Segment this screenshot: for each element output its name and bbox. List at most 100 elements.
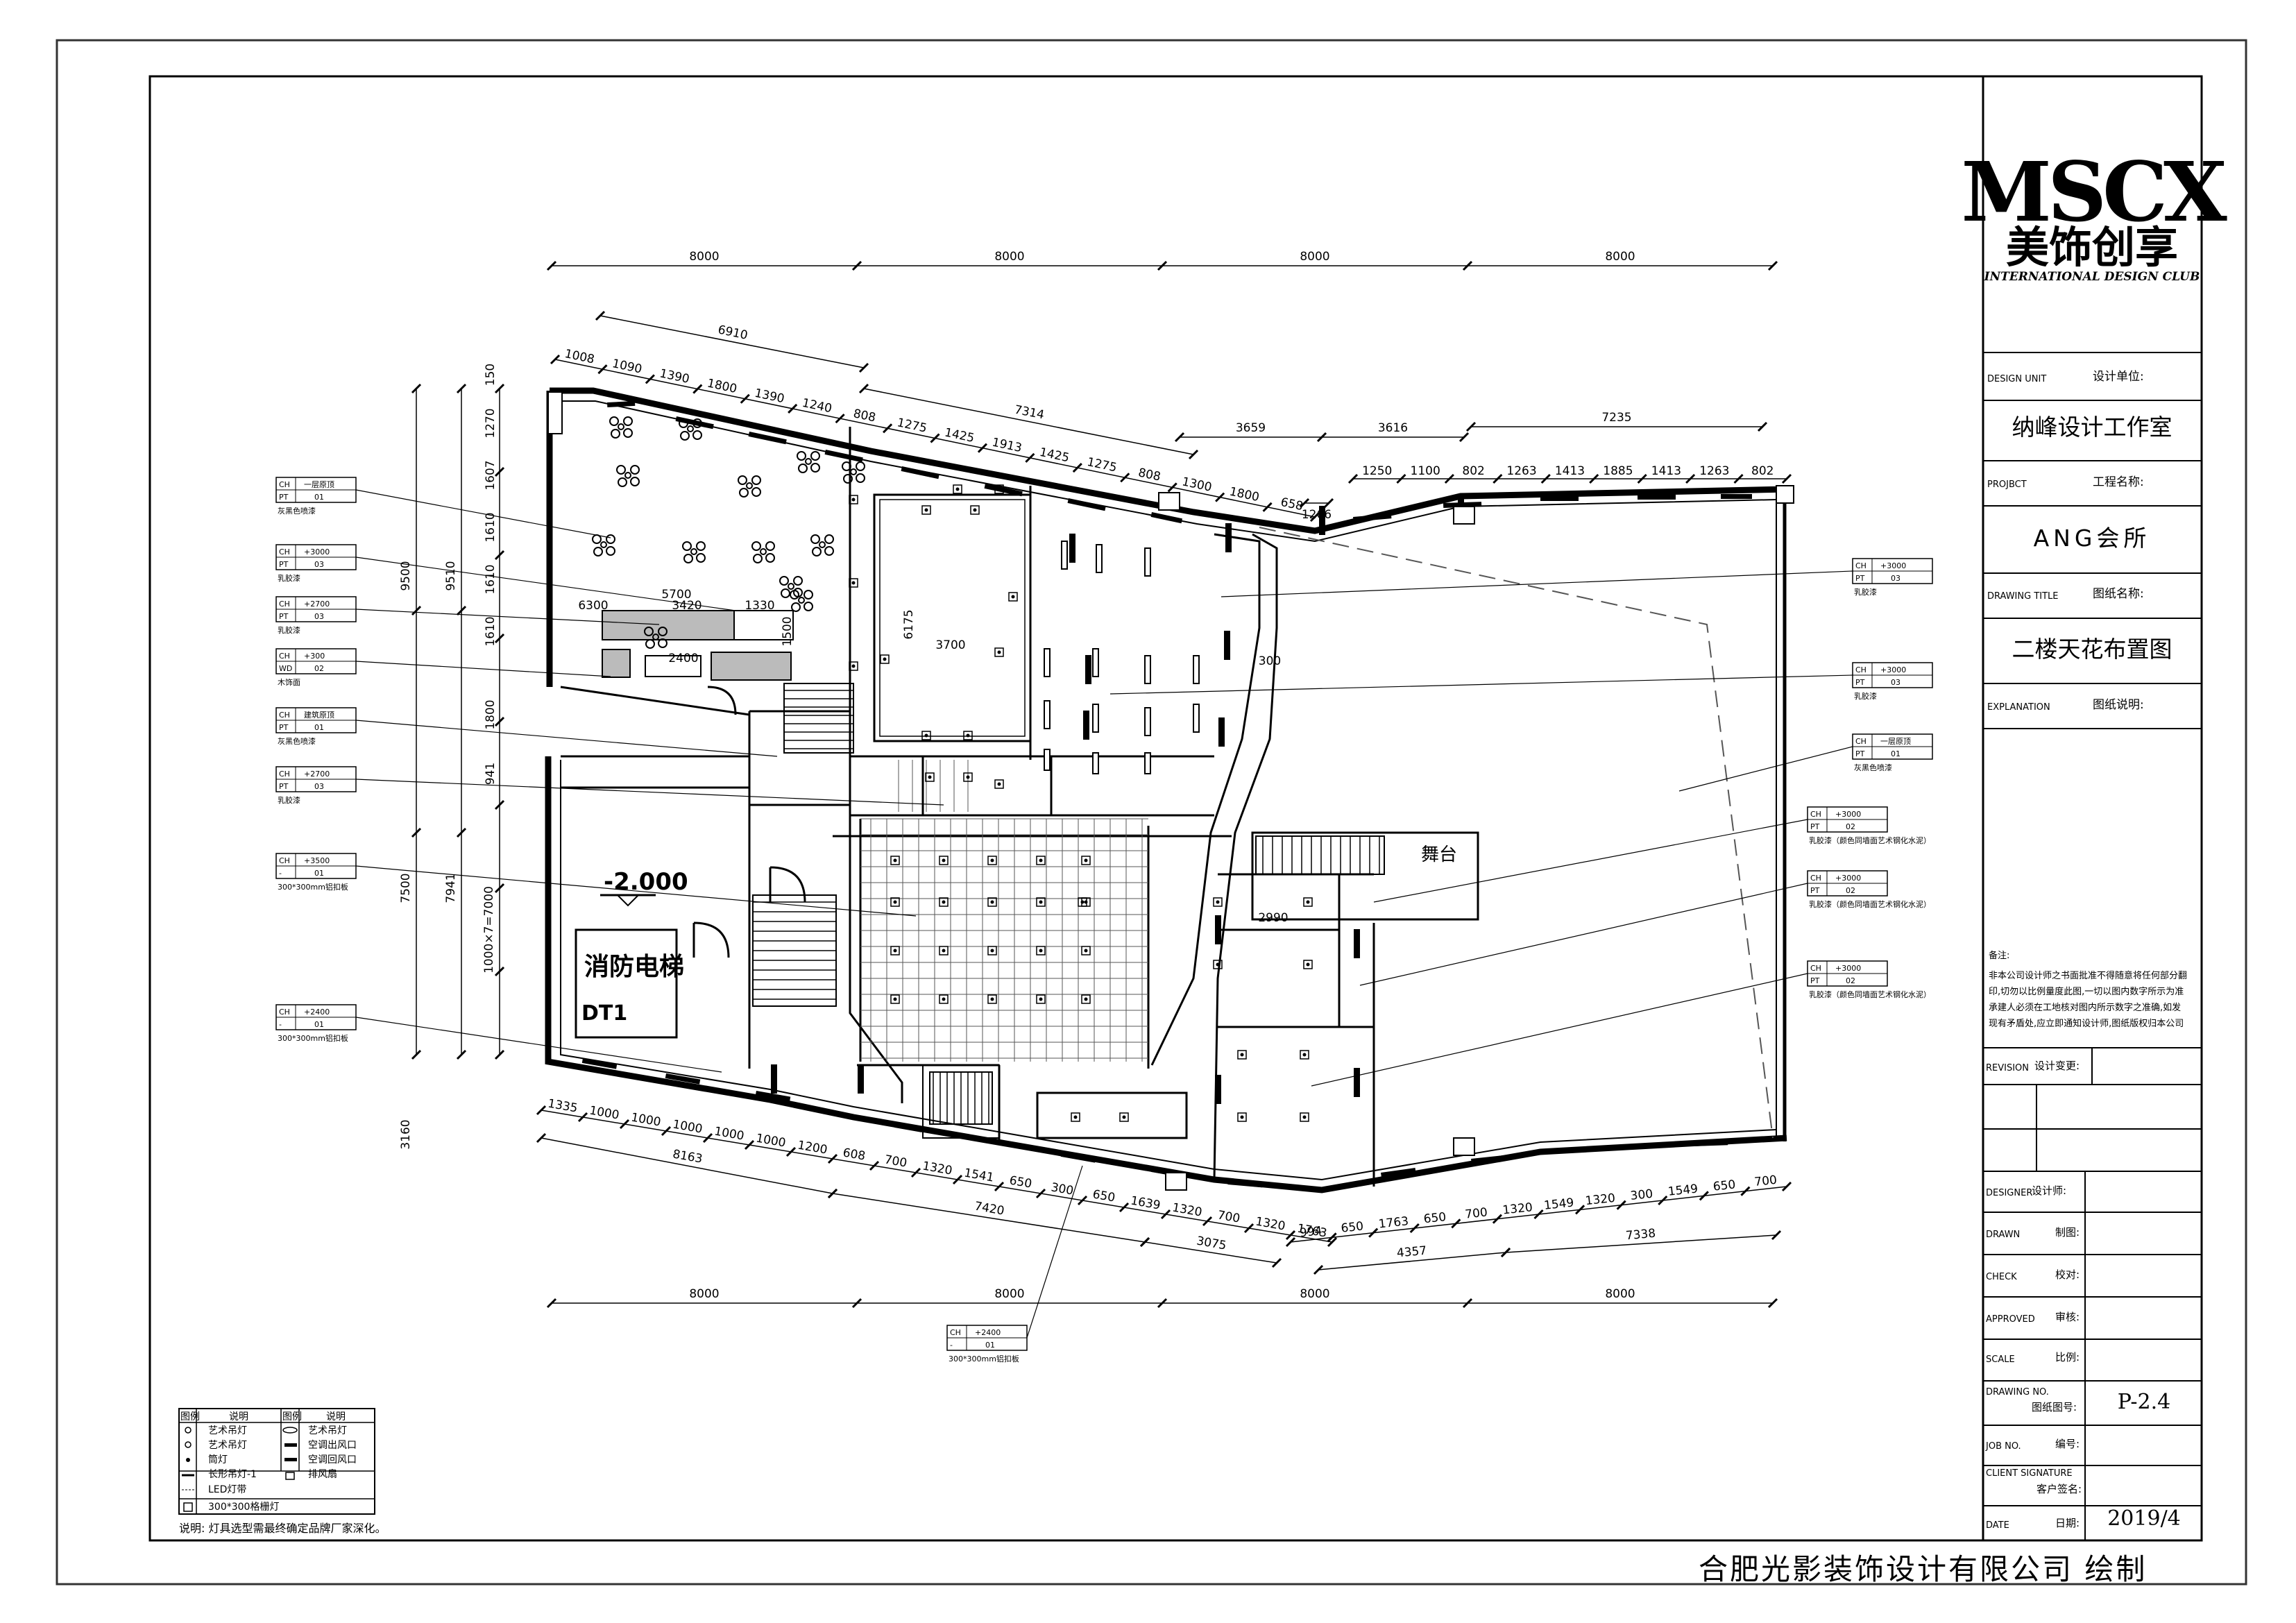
grille-light-icon (183, 1502, 193, 1512)
dimension-tick (546, 1298, 557, 1309)
air-vent (1354, 929, 1360, 958)
downlight (1039, 997, 1043, 1001)
column (1158, 492, 1180, 511)
chandelier-icon (658, 638, 667, 648)
dimension-value: 8000 (1300, 250, 1329, 264)
dimension-value: 1500 (781, 616, 794, 646)
dimension-value: 700 (1754, 1173, 1778, 1189)
facade-window (748, 432, 787, 445)
dimension-value: 1549 (1543, 1196, 1574, 1212)
dimension-tick (1215, 492, 1225, 502)
tag-note: 乳胶漆（颜色同墙面艺术钢化水泥） (1809, 835, 1931, 845)
legend-item: 空调出风口 (308, 1440, 357, 1451)
tag-number: 02 (1846, 886, 1855, 895)
tag-code: CH (1855, 561, 1866, 570)
design-unit-en: DESIGN UNIT (1987, 374, 2046, 384)
chandelier-icon (856, 473, 865, 483)
grille-light (987, 897, 997, 907)
tag-leader (1359, 883, 1808, 986)
chandelier-icon (611, 429, 620, 439)
dimension-tick (645, 374, 655, 384)
tag-number: 01 (985, 1341, 995, 1350)
facade-window (1380, 1168, 1416, 1178)
chandelier-icon (803, 602, 813, 611)
downlight (942, 949, 946, 953)
facade-window (824, 450, 863, 463)
tag-material: PT (1855, 678, 1865, 687)
linear-lights (771, 495, 1464, 1104)
downlight (1039, 858, 1043, 863)
grille-light (987, 994, 997, 1004)
dimension-value: 1610 (484, 564, 498, 594)
job-no-cn: 编号: (2055, 1438, 2080, 1450)
dimension-tick (494, 799, 505, 810)
dimension-tick (494, 883, 505, 894)
grille-light (963, 772, 973, 782)
downlight (1122, 1115, 1126, 1119)
dimension-tick (1733, 473, 1744, 484)
dimension-value: 1335 (547, 1096, 579, 1115)
project-cn: 工程名称: (2093, 475, 2144, 489)
downlight (1084, 949, 1088, 953)
dimension-tick (411, 383, 422, 394)
dimension-value: 1425 (944, 425, 976, 445)
chandelier-icon (623, 416, 633, 426)
downlight (990, 949, 994, 953)
dimension-value: 1275 (896, 416, 928, 436)
grille-light (849, 661, 858, 671)
dimension-tick (1347, 473, 1359, 484)
dimension-value: 1000 (588, 1103, 620, 1122)
chandelier-icon (696, 553, 706, 563)
elevator-code: DT1 (581, 1001, 627, 1026)
dimension-tick (536, 1132, 547, 1144)
legend-header: 说明 (326, 1411, 346, 1422)
dimension-value: 3616 (1378, 421, 1408, 435)
tag-height: +300 (304, 652, 325, 661)
explanation-cn: 图纸说明: (2093, 698, 2144, 712)
chandelier-icon (739, 488, 749, 498)
chandelier-icon (618, 477, 627, 487)
tag-code: CH (279, 1008, 290, 1017)
dimension-value: 1320 (1585, 1191, 1616, 1208)
svg-text:美饰创享: 美饰创享 (2006, 222, 2178, 273)
dimension-value: 7338 (1625, 1227, 1656, 1243)
chandelier-icon (658, 627, 667, 636)
chandelier-icon (690, 548, 697, 555)
downlight (1216, 962, 1220, 967)
chandelier-icon (803, 590, 813, 600)
return-vent-icon (284, 1458, 297, 1461)
air-vent (1069, 534, 1075, 563)
facade-window (894, 1123, 923, 1132)
tag-height: +3000 (1880, 665, 1906, 674)
chandelier-icon (805, 458, 812, 465)
chandelier-icon (683, 554, 693, 563)
dimension-value: 1330 (745, 599, 774, 613)
tag-height: +2400 (304, 1008, 330, 1017)
downlight (1240, 1053, 1244, 1057)
grille-light (1036, 994, 1046, 1004)
tag-code: CH (950, 1328, 961, 1337)
dimension-tick (1262, 502, 1273, 512)
tag-leader (1311, 973, 1808, 1087)
chandelier-icon (623, 428, 633, 438)
air-vent (1218, 717, 1225, 747)
dimension-value: 8000 (1605, 250, 1635, 264)
dimension-tick (1167, 482, 1177, 493)
facade-window (675, 416, 714, 430)
chandelier-icon (652, 634, 659, 640)
downlight (924, 508, 928, 512)
interior-walls (560, 427, 1479, 1187)
dimension-tick (1409, 1223, 1420, 1234)
chandelier-icon (812, 547, 822, 556)
chandelier-icon (746, 482, 753, 489)
downlight (893, 858, 897, 863)
dimension-value: 1000 (672, 1117, 704, 1136)
dimension-tick (1616, 1200, 1626, 1210)
check-en: CHECK (1986, 1272, 2017, 1282)
